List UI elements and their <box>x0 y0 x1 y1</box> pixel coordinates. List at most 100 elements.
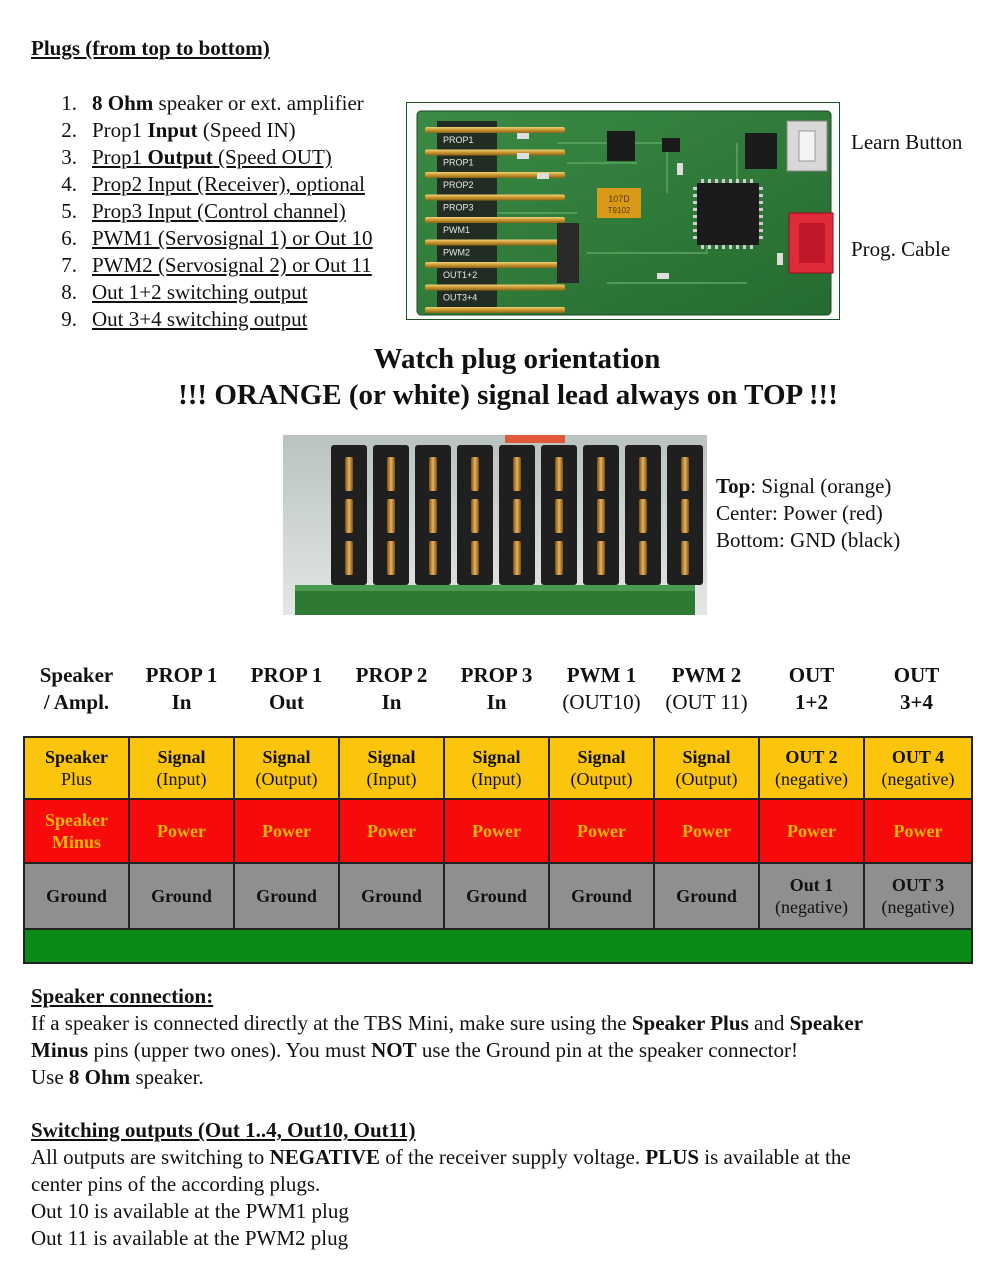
pin-cell: Ground <box>655 864 760 930</box>
pin-cell: Power <box>130 800 235 864</box>
header-pin <box>425 127 565 133</box>
pin-cell: Power <box>865 800 971 864</box>
plug-description: Prop1 Output (Speed OUT) <box>92 145 332 169</box>
pin-cell: Power <box>760 800 865 864</box>
prog-cable-label: Prog. Cable <box>851 237 951 261</box>
plug-list-item: 1. 8 Ohm speaker or ext. amplifier <box>55 90 373 117</box>
header-pin <box>425 307 565 313</box>
plug-list-item: 8.Out 1+2 switching output <box>55 279 373 306</box>
legend-bottom: Bottom: GND (black) <box>716 528 901 552</box>
pin-cell: Out 1(negative) <box>760 864 865 930</box>
switching-section: Switching outputs (Out 1..4, Out10, Out1… <box>31 1117 981 1252</box>
plug-number: 5. <box>61 199 77 223</box>
chip-small <box>745 133 777 169</box>
plug-description: Out 3+4 switching output <box>92 307 308 331</box>
plug-list-item: 4. Prop2 Input (Receiver), optional <box>55 171 373 198</box>
column-header: PWM 2(OUT 11) <box>665 663 748 714</box>
plugs-illustration <box>283 435 707 615</box>
pin-cell: OUT 4(negative) <box>865 738 971 800</box>
pin-label: PROP2 <box>443 180 474 190</box>
pin-label: PROP1 <box>443 135 474 145</box>
pin-label: PROP1 <box>443 158 474 168</box>
header-pin <box>425 284 565 291</box>
plug-list-item: 9. Out 3+4 switching output <box>55 306 373 333</box>
plug-description: Prop1 Input (Speed IN) <box>92 118 296 142</box>
pin-label: PROP3 <box>443 203 474 213</box>
header-pin <box>425 262 565 268</box>
plug-number: 8. <box>61 280 77 304</box>
plug-list-item: 5.Prop3 Input (Control channel) <box>55 198 373 225</box>
speaker-line-2: Minus pins (upper two ones). You must NO… <box>31 1038 799 1062</box>
speaker-section: Speaker connection: If a speaker is conn… <box>31 983 981 1091</box>
plug-number: 6. <box>61 226 77 250</box>
capacitor <box>597 188 641 218</box>
speaker-line-3: Use 8 Ohm speaker. <box>31 1065 204 1089</box>
plug-list-item: 2. Prop1 Input (Speed IN) <box>55 117 373 144</box>
plug-number: 2. <box>61 118 77 142</box>
pin-cell: Signal(Input) <box>130 738 235 800</box>
pin-cell: Ground <box>340 864 445 930</box>
plug-number: 9. <box>61 307 77 331</box>
plug-list-item: 6.PWM1 (Servosignal 1) or Out 10 <box>55 225 372 252</box>
plug-description: 8 Ohm speaker or ext. amplifier <box>92 91 364 115</box>
pcb-bar <box>25 930 971 962</box>
pin-label: PWM1 <box>443 225 470 235</box>
column-header: Speaker/ Ampl. <box>39 663 114 714</box>
plug-number: 7. <box>61 253 77 277</box>
pin-cell: Power <box>655 800 760 864</box>
speaker-line-1: If a speaker is connected directly at th… <box>31 1011 864 1035</box>
switching-section-title: Switching outputs (Out 1..4, Out10, Out1… <box>31 1118 416 1142</box>
switching-line-1: All outputs are switching to NEGATIVE of… <box>31 1145 851 1169</box>
legend-center: Center: Power (red) <box>716 501 883 525</box>
chip-small <box>607 131 635 161</box>
pin-cell: Power <box>235 800 340 864</box>
legend-top: Top: Signal (orange) <box>716 474 892 498</box>
header-pin <box>425 149 565 156</box>
plug-list-item: 7. PWM2 (Servosignal 2) or Out 11 <box>55 252 373 279</box>
pin-cell: Signal(Output) <box>235 738 340 800</box>
pin-label: OUT1+2 <box>443 270 477 280</box>
pin-cell: Ground <box>445 864 550 930</box>
plug-list-item: 3. Prop1 Output (Speed OUT) <box>55 144 373 171</box>
pin-cell: Ground <box>550 864 655 930</box>
switching-line-2: center pins of the according plugs. <box>31 1172 321 1196</box>
pin-cell: Signal(Output) <box>550 738 655 800</box>
plug-list: 1. 8 Ohm speaker or ext. amplifier 2. Prop1… <box>55 90 373 333</box>
header-pin <box>425 194 565 201</box>
page-heading: Plugs (from top to bottom) <box>31 36 270 60</box>
pin-cell: OUT 2(negative) <box>760 738 865 800</box>
pin-cell: Ground <box>130 864 235 930</box>
pin-label: OUT3+4 <box>443 293 477 303</box>
pin-cell: Power <box>550 800 655 864</box>
svg-text:T9102: T9102 <box>608 206 631 215</box>
plug-description: PWM2 (Servosignal 2) or Out 11 <box>92 253 372 277</box>
header-pin <box>425 172 565 178</box>
orientation-warning: !!! ORANGE (or white) signal lead always… <box>178 379 838 411</box>
svg-text:107D: 107D <box>608 194 630 204</box>
pin-cell: Power <box>445 800 550 864</box>
plug-number: 4. <box>61 172 77 196</box>
pin-cell: OUT 3(negative) <box>865 864 971 930</box>
pin-cell: Ground <box>235 864 340 930</box>
column-header: PWM 1(OUT10) <box>562 663 641 714</box>
header-pin <box>425 217 565 223</box>
plug-number: 1. <box>61 91 77 115</box>
board-illustration: PROP1PROP1PROP2PROP3PWM1PWM2OUT1+2OUT3+4… <box>407 103 839 319</box>
switching-line-4: Out 11 is available at the PWM2 plug <box>31 1226 349 1250</box>
switching-line-3: Out 10 is available at the PWM1 plug <box>31 1199 349 1223</box>
pin-cell: Signal(Input) <box>445 738 550 800</box>
plug-description: Prop2 Input (Receiver), optional <box>92 172 365 196</box>
plug-number: 3. <box>61 145 77 169</box>
orientation-title: Watch plug orientation <box>373 343 661 375</box>
plug-orientation-photo <box>283 435 707 615</box>
pin-cell: Power <box>340 800 445 864</box>
